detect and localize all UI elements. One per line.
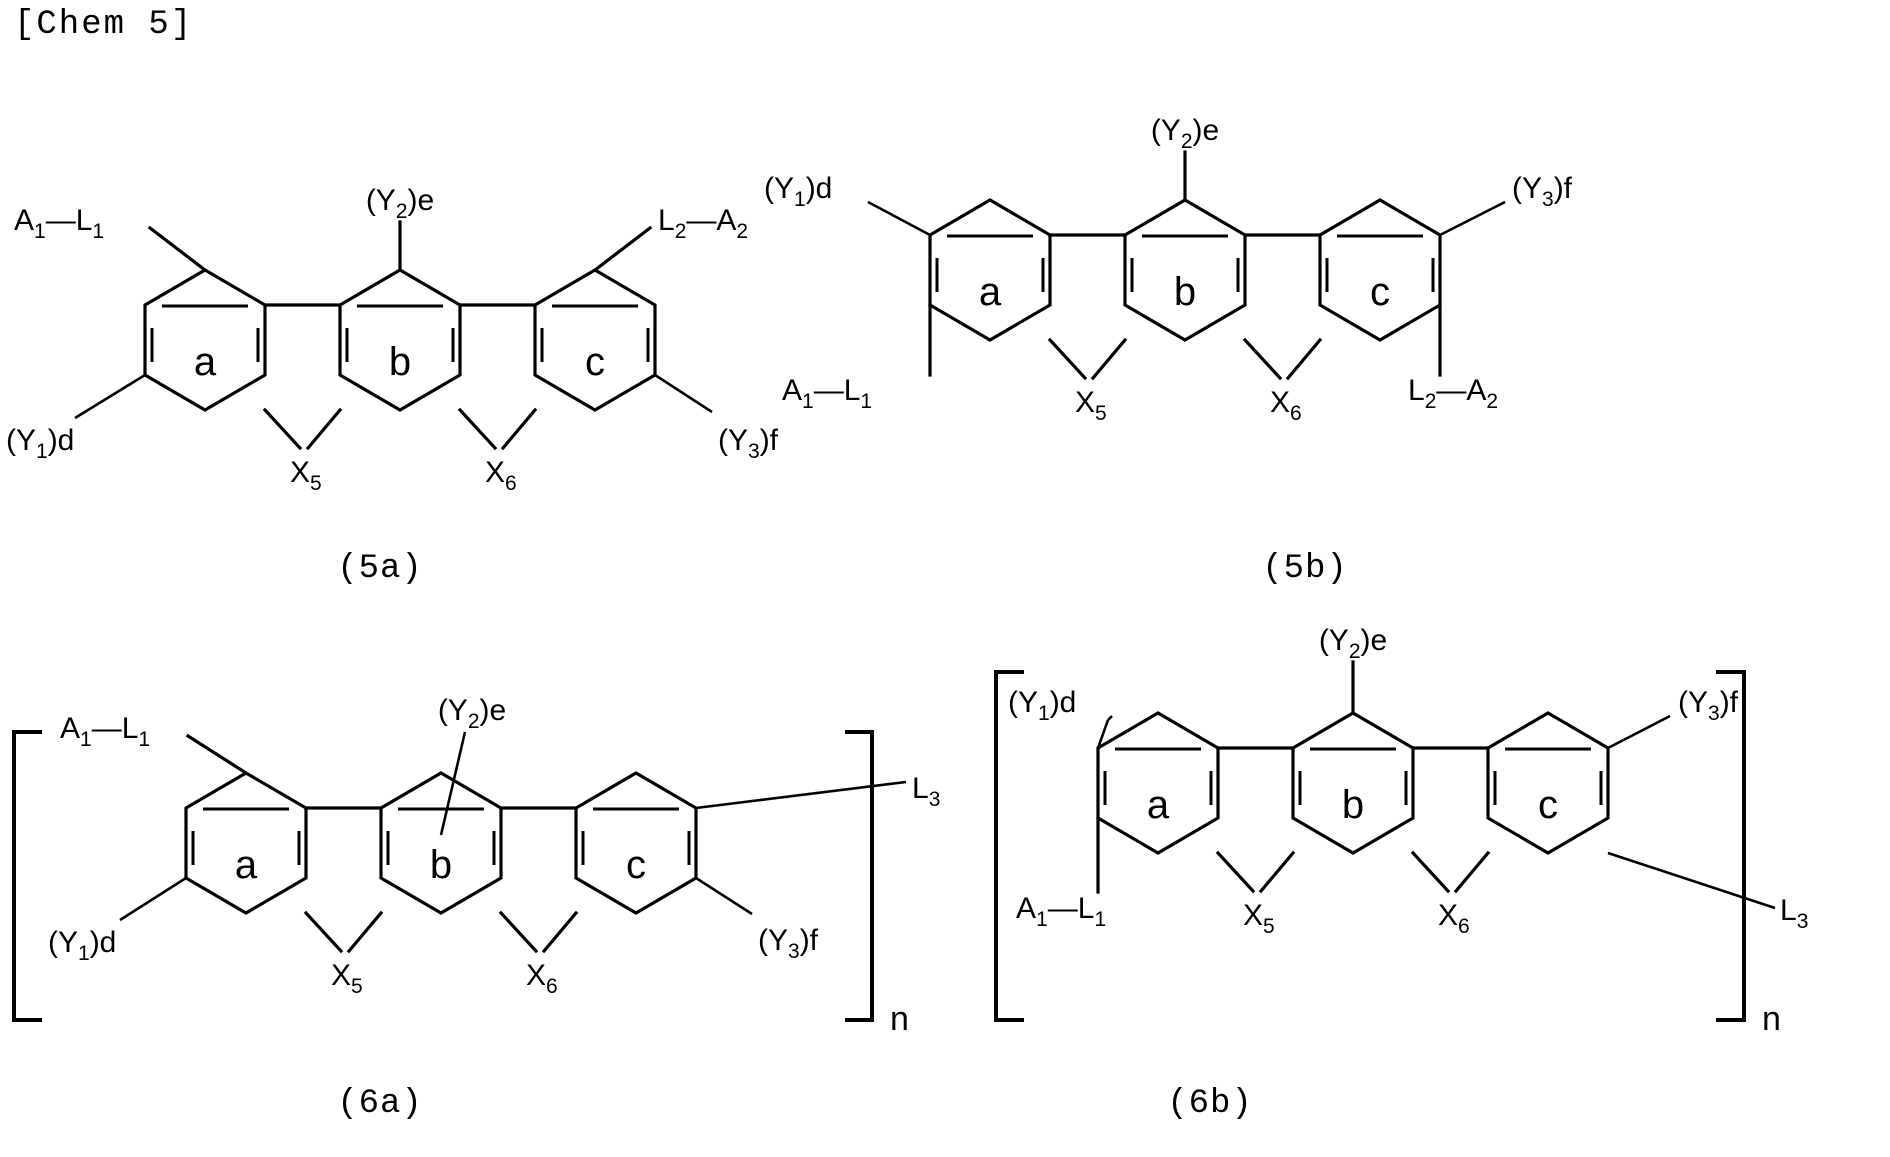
figure-caption-5a: (5a): [337, 550, 423, 588]
figure-header: [Chem 5]: [14, 6, 194, 44]
ring-label-b: b: [430, 843, 452, 887]
heteroatom-x5: X5: [1243, 899, 1275, 938]
ring-label-b: b: [389, 340, 411, 384]
substituent-y1d: (Y1)d: [48, 926, 116, 965]
substituent-y2e: (Y2)e: [1319, 624, 1387, 663]
repeat-subscript-n: n: [890, 1000, 909, 1038]
figure-5b: a b c X5 X6 (Y1)d A1—L1 (Y2)e (Y3)f L2—A…: [760, 110, 1760, 425]
heteroatom-x6: X6: [1438, 899, 1470, 938]
ring-label-a: a: [194, 340, 217, 384]
heteroatom-x6: X6: [1270, 386, 1302, 425]
substituent-y3f: (Y3)f: [718, 424, 779, 463]
ring-label-a: a: [235, 843, 258, 887]
figure-caption-5b: (5b): [1262, 550, 1348, 588]
repeat-subscript-n: n: [1762, 1000, 1781, 1038]
ring-label-a: a: [979, 270, 1002, 314]
left-bracket: [12, 730, 42, 1022]
heteroatom-x5: X5: [290, 456, 322, 495]
heteroatom-x5: X5: [331, 959, 363, 998]
substituent-y3f: (Y3)f: [1512, 172, 1573, 211]
substituent-y3f: (Y3)f: [758, 924, 819, 963]
ring-label-c: c: [1538, 783, 1558, 827]
figure-caption-6a: (6a): [337, 1085, 423, 1123]
substituent-y1d: (Y1)d: [6, 424, 74, 463]
substituent-y2e: (Y2)e: [366, 184, 434, 223]
heteroatom-x5: X5: [1075, 386, 1107, 425]
substituent-y2e: (Y2)e: [1151, 114, 1219, 153]
substituent-y1d: (Y1)d: [1008, 686, 1076, 725]
left-bracket: [994, 670, 1024, 1022]
ring-label-b: b: [1174, 270, 1196, 314]
substituent-l3: L3: [1780, 894, 1808, 933]
substituent-a1-l1: A1—L1: [14, 204, 104, 243]
right-bracket: [845, 730, 874, 1022]
substituent-a1-l1: A1—L1: [782, 374, 872, 413]
substituent-l2-a2: L2—A2: [658, 204, 748, 243]
ring-label-b: b: [1342, 783, 1364, 827]
substituent-a1-l1: A1—L1: [1016, 892, 1106, 931]
heteroatom-x6: X6: [526, 959, 558, 998]
figure-6a: a b c X5 X6 A1—L1 (Y1)d (Y2)e L3 (Y3)f n: [0, 620, 980, 1040]
ring-label-c: c: [1370, 270, 1390, 314]
ring-label-c: c: [585, 340, 605, 384]
substituent-a1-l1: A1—L1: [60, 712, 150, 751]
heteroatom-x6: X6: [485, 456, 517, 495]
right-bracket: [1716, 670, 1746, 1022]
ring-label-a: a: [1147, 783, 1170, 827]
substituent-l3: L3: [912, 772, 940, 811]
figure-5a: a b c X5 X6 A1—L1 (Y1)d (Y2)e L2—A2 (Y3)…: [0, 110, 779, 495]
substituent-l2-a2: L2—A2: [1408, 374, 1498, 413]
substituent-y2e: (Y2)e: [438, 694, 506, 733]
ring-label-c: c: [626, 843, 646, 887]
substituent-y3f: (Y3)f: [1678, 686, 1739, 725]
substituent-y1d: (Y1)d: [764, 172, 832, 211]
figure-6b: a b c X5 X6 (Y1)d A1—L1 (Y2)e (Y3)f L3 n: [980, 620, 1890, 1040]
figure-caption-6b: (6b): [1167, 1085, 1253, 1123]
